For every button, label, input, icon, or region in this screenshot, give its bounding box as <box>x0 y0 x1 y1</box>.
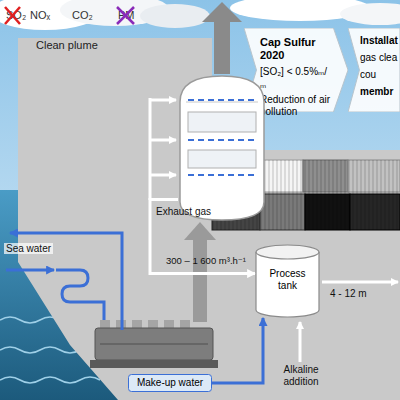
node-text: [SO₂] < 0.5%ₘ/ₘ <box>260 65 332 91</box>
node-text: Exhaust gas <box>156 206 211 217</box>
engine <box>90 320 218 368</box>
node-text: gas clea <box>360 51 400 64</box>
ship-hull <box>18 38 400 400</box>
cross-mark <box>117 7 134 24</box>
stack-plume-arrow <box>202 2 242 74</box>
pollutant-label: CO₂ <box>72 9 93 21</box>
node-text: cou <box>360 68 400 81</box>
alkaline-label: Alkaline addition <box>272 364 330 388</box>
node-text: Reduction of air pollution <box>260 94 332 118</box>
plume-label: Clean plume <box>36 39 98 51</box>
sea-water-label: Sea water <box>4 243 53 254</box>
scrubber-tower: Exhaust gas <box>178 72 266 222</box>
measure-arrow: Installat gas clea cou membr <box>348 28 400 112</box>
process-tank: Process tank <box>255 244 320 318</box>
flow-rate-label: 300 – 1 600 m³.h⁻¹ <box>158 255 254 266</box>
node-text: Process tank <box>259 268 316 292</box>
node-text: Cap Sulfur 2020 <box>260 36 332 62</box>
node-text: Make-up water <box>128 377 212 389</box>
clouds <box>0 0 400 30</box>
make-up-water-box: Make-up water <box>128 374 212 392</box>
flow-label: 4 - 12 m <box>330 288 367 299</box>
exhaust-gas-arrow <box>184 222 216 322</box>
flow-connector <box>212 318 263 383</box>
pollutant-label: NOₓ <box>30 9 50 21</box>
scrubber-tower <box>178 72 266 222</box>
node-text: Installat <box>360 34 400 47</box>
node-text: membr <box>360 85 400 98</box>
